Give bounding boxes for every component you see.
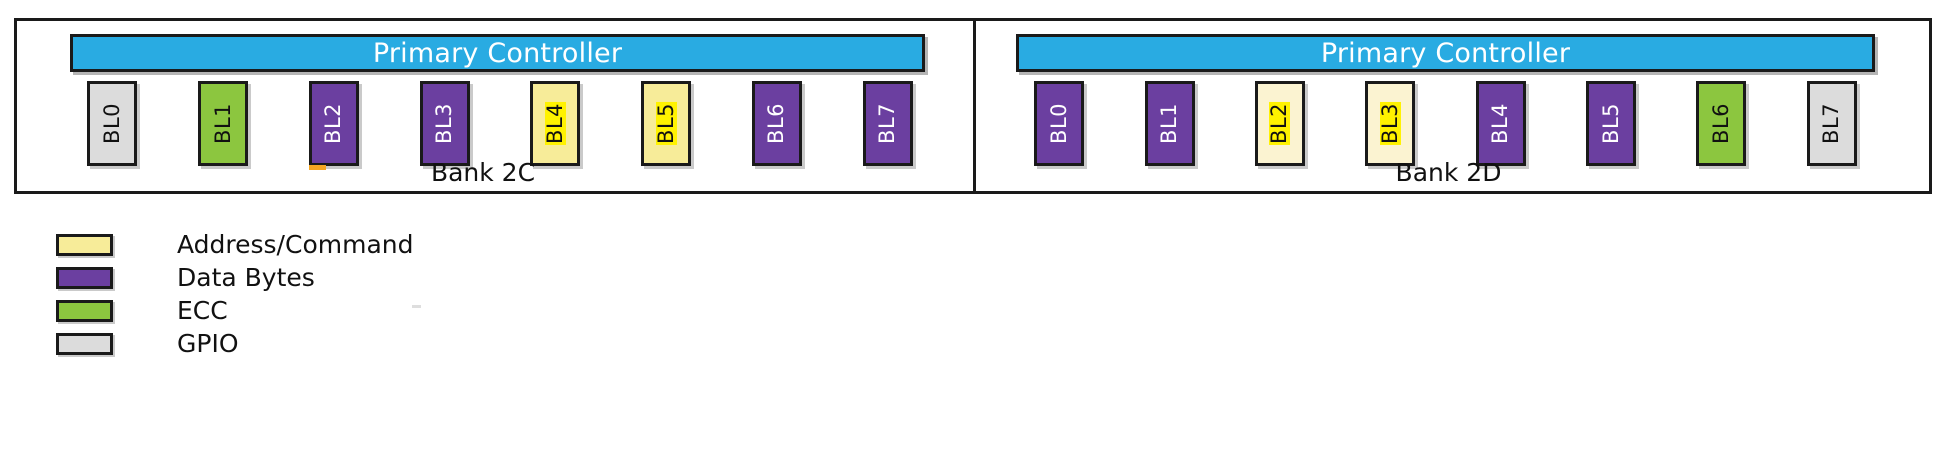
legend-swatch [56, 266, 113, 289]
block-slot: BL3 [389, 81, 500, 166]
legend-item: Address/Command [56, 228, 413, 261]
memory-block-bank-2c-bl2[interactable]: BL2 [308, 81, 359, 170]
block-slot: BL6 [1666, 81, 1776, 166]
bank-panels-container: Primary Controller BL0 BL1 BL2 BL3 BL4 BL5 BL6… [14, 18, 1932, 194]
block-label: BL5 [653, 102, 678, 145]
memory-block-bank-2c-bl5[interactable]: BL5 [641, 81, 692, 166]
block-label: BL3 [432, 103, 457, 144]
memory-block-bank-2d-bl1[interactable]: BL1 [1144, 81, 1195, 166]
bank-panel-2d: Primary Controller BL0 BL1 BL2 BL3 BL4 BL5 BL6… [973, 21, 1929, 191]
memory-block-bank-2d-bl6[interactable]: BL6 [1696, 81, 1747, 166]
block-label: BL6 [1708, 103, 1733, 144]
memory-block-bank-2d-bl0[interactable]: BL0 [1034, 81, 1085, 166]
block-slot: BL3 [1335, 81, 1445, 166]
legend-item: ECC [56, 294, 413, 327]
block-slot: BL7 [1777, 81, 1887, 166]
primary-controller-bar-2d[interactable]: Primary Controller [1016, 34, 1875, 72]
block-slot: BL2 [1225, 81, 1335, 166]
block-label: BL3 [1377, 102, 1402, 145]
block-label: BL4 [1488, 103, 1513, 144]
legend-swatch [56, 233, 113, 256]
block-row-2c: BL0 BL1 BL2 BL3 BL4 BL5 BL6 BL7 [17, 81, 973, 170]
legend-item: GPIO [56, 327, 413, 360]
legend-swatch [56, 332, 113, 355]
block-label: BL5 [1598, 103, 1623, 144]
orange-mark-icon [308, 165, 326, 170]
legend-label: ECC [177, 296, 228, 325]
block-label: BL7 [875, 103, 900, 144]
block-label: BL6 [764, 103, 789, 144]
memory-block-bank-2d-bl7[interactable]: BL7 [1806, 81, 1857, 166]
memory-block-bank-2c-bl3[interactable]: BL3 [419, 81, 470, 166]
block-label: BL2 [1267, 102, 1292, 145]
memory-block-bank-2c-bl7[interactable]: BL7 [862, 81, 913, 166]
bank-panel-2c: Primary Controller BL0 BL1 BL2 BL3 BL4 BL5 BL6… [17, 21, 973, 191]
block-label: BL2 [321, 103, 346, 144]
legend-item: Data Bytes [56, 261, 413, 294]
legend-label: Data Bytes [177, 263, 315, 292]
memory-block-bank-2c-bl6[interactable]: BL6 [751, 81, 802, 166]
block-label: BL7 [1819, 103, 1844, 144]
block-label: BL1 [210, 103, 235, 144]
block-slot: BL2 [279, 81, 390, 170]
legend-swatch [56, 299, 113, 322]
block-row-2d: BL0 BL1 BL2 BL3 BL4 BL5 BL6 BL7 [976, 81, 1929, 166]
block-slot: BL4 [1446, 81, 1556, 166]
legend-label: Address/Command [177, 230, 414, 259]
block-slot: BL0 [57, 81, 168, 166]
legend-label: GPIO [177, 329, 239, 358]
memory-block-bank-2d-bl5[interactable]: BL5 [1586, 81, 1637, 166]
block-label: BL4 [542, 102, 567, 145]
block-label: BL0 [99, 103, 124, 144]
block-slot: BL1 [168, 81, 279, 166]
block-slot: BL7 [832, 81, 943, 166]
block-label: BL0 [1046, 103, 1071, 144]
block-label: BL1 [1157, 103, 1182, 144]
block-slot: BL6 [722, 81, 833, 166]
memory-block-bank-2c-bl4[interactable]: BL4 [530, 81, 581, 166]
memory-block-bank-2c-bl0[interactable]: BL0 [87, 81, 138, 166]
stray-speck [412, 305, 421, 308]
memory-block-bank-2c-bl1[interactable]: BL1 [198, 81, 249, 166]
block-slot: BL4 [500, 81, 611, 166]
memory-block-bank-2d-bl2[interactable]: BL2 [1254, 81, 1305, 166]
primary-controller-bar-2c[interactable]: Primary Controller [70, 34, 925, 72]
block-slot: BL1 [1114, 81, 1224, 166]
block-slot: BL0 [1004, 81, 1114, 166]
memory-block-bank-2d-bl4[interactable]: BL4 [1475, 81, 1526, 166]
block-slot: BL5 [1556, 81, 1666, 166]
memory-block-bank-2d-bl3[interactable]: BL3 [1365, 81, 1416, 166]
block-slot: BL5 [611, 81, 722, 166]
